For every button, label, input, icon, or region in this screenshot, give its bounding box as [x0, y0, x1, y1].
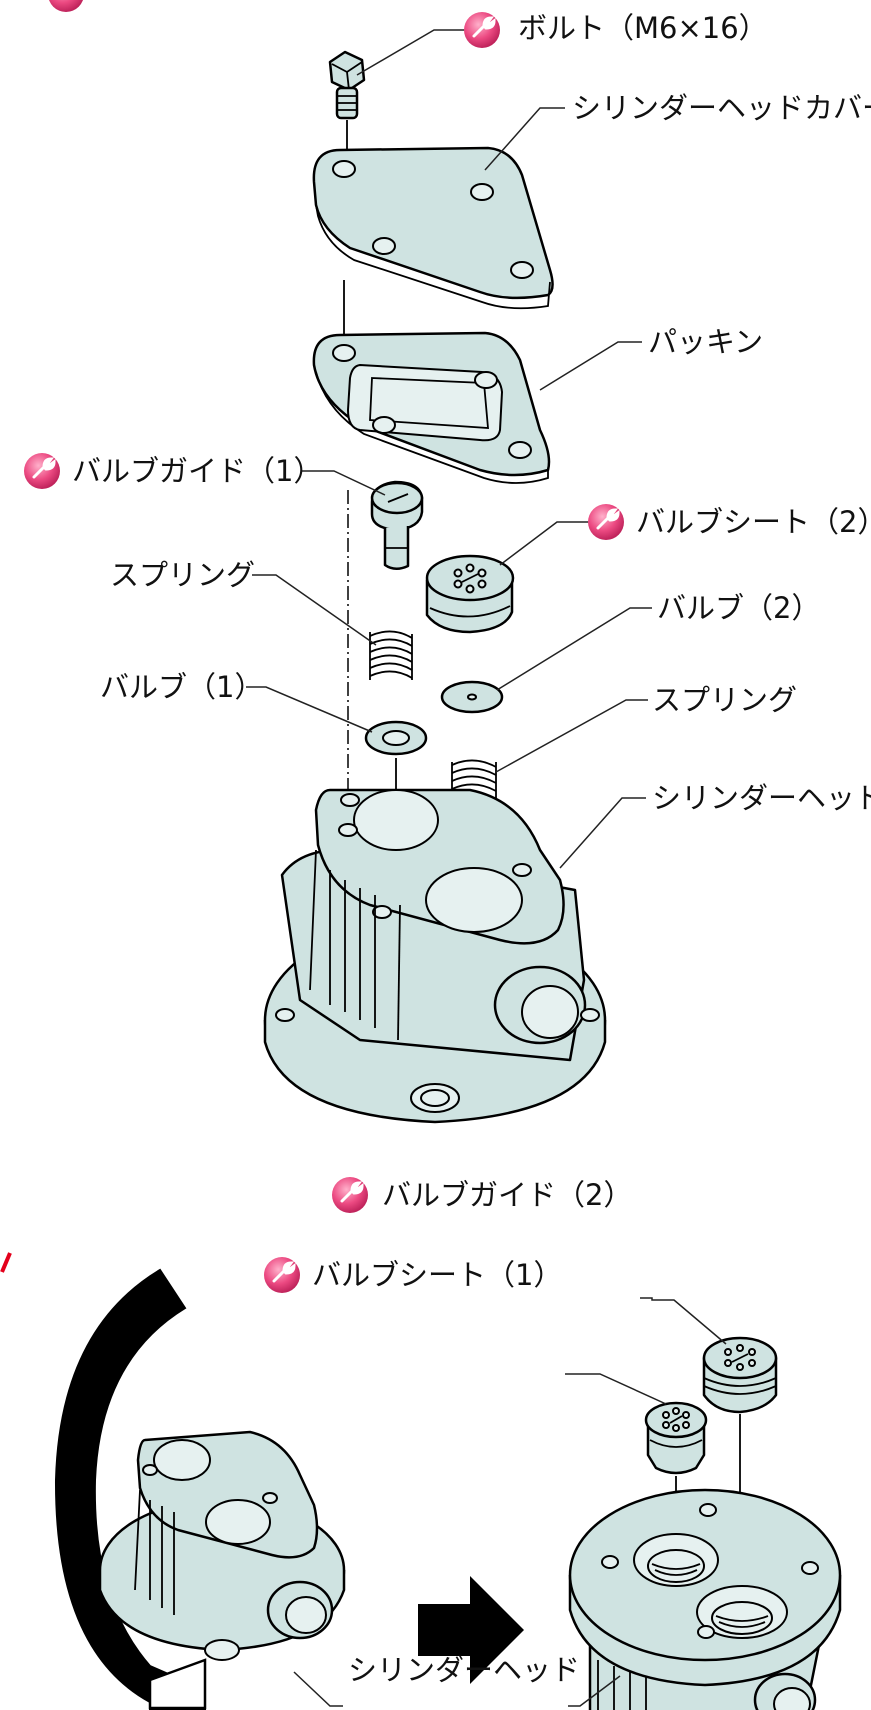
- valve-1-part: [364, 720, 428, 756]
- label-valve-seat-1: バルブシート（1）: [312, 1258, 563, 1292]
- label-valve-1: バルブ（1）: [100, 670, 264, 704]
- wrench-tool-icon: [24, 453, 60, 489]
- leader-valve-1: [246, 686, 373, 733]
- gasket-part: [312, 331, 551, 484]
- valve-seat-2-part: [425, 554, 515, 634]
- leader-spring-right: [495, 699, 648, 773]
- leader-head-cover: [484, 107, 565, 171]
- leader-valve-guide-2: [640, 1297, 727, 1345]
- cylinder-head-top-part: [263, 788, 607, 1124]
- wrench-tool-icon: [588, 504, 624, 540]
- head-cover-part: [312, 146, 554, 310]
- label-cylinder-head-top: シリンダーヘッド: [652, 781, 871, 815]
- leader-bolt: [356, 29, 472, 76]
- label-spring-right: スプリング: [652, 683, 798, 717]
- label-spring-left: スプリング: [110, 558, 256, 592]
- leader-valve-seat-2: [499, 521, 596, 566]
- label-valve-guide-2: バルブガイド（2）: [382, 1178, 633, 1212]
- label-bolt: ボルト（M6×16）: [518, 11, 768, 45]
- leader-valve-guide-1: [302, 470, 386, 496]
- cylinder-head-bottom-left-part: [98, 1430, 346, 1661]
- label-valve-guide-1: バルブガイド（1）: [72, 454, 323, 488]
- leader-cylinder-head-top: [559, 797, 646, 869]
- leader-cylinder-head-bottom: [293, 1671, 621, 1707]
- leader-spring-left: [252, 574, 377, 646]
- valve-seat-1-part: [644, 1401, 708, 1475]
- label-valve-seat-2: バルブシート（2）: [636, 505, 871, 539]
- leader-gasket: [539, 341, 642, 391]
- wrench-tool-icon: [264, 1257, 300, 1293]
- valve-2-part: [440, 680, 504, 714]
- bolt-part: [328, 50, 366, 120]
- wrench-tool-icon: [332, 1177, 368, 1213]
- right-arrow-icon: [418, 1576, 524, 1684]
- label-head-cover: シリンダーヘッドカバー: [572, 91, 871, 125]
- leader-valve-2: [496, 607, 652, 691]
- label-valve-2: バルブ（2）: [657, 591, 821, 625]
- label-gasket: パッキン: [648, 325, 764, 359]
- flip-rotation-arrow-icon: [54, 1268, 207, 1710]
- tool-icon-partial: [49, 0, 83, 12]
- label-cylinder-head-bottom: シリンダーヘッド: [348, 1653, 581, 1687]
- cylinder-head-bottom-right-part: [568, 1488, 842, 1710]
- wrench-tool-icon: [464, 12, 500, 48]
- valve-guide-1-part: [370, 480, 424, 570]
- valve-guide-2-part: [702, 1336, 778, 1414]
- leader-valve-seat-1: [565, 1373, 667, 1405]
- red-mark: [0, 1252, 12, 1273]
- spring-left-part: [369, 630, 413, 680]
